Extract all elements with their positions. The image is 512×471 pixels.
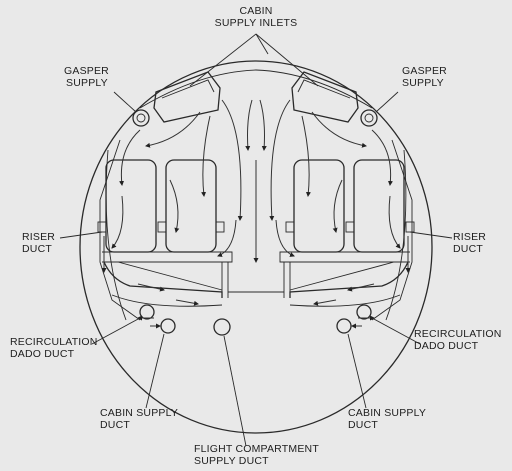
- cabin-supply-duct-right: [336, 318, 352, 334]
- label-cabin-supply-duct-right: CABIN SUPPLY DUCT: [348, 407, 426, 431]
- svg-text:RISER: RISER: [453, 231, 486, 243]
- svg-text:DUCT: DUCT: [348, 419, 378, 431]
- svg-text:RECIRCULATION: RECIRCULATION: [10, 336, 98, 348]
- label-cabin-supply-duct-left: CABIN SUPPLY DUCT: [100, 407, 178, 431]
- leader-lines: [59, 33, 453, 447]
- cabin-floor: [103, 261, 409, 307]
- gasper-outlet-right: [360, 109, 378, 127]
- label-recirculation-dado-right: RECIRCULATION DADO DUCT: [414, 328, 502, 352]
- recirculation-dado-duct-right: [356, 304, 372, 320]
- seat-row-right: [279, 159, 415, 263]
- airflow-arrows-center: [245, 99, 267, 263]
- svg-text:GASPER: GASPER: [64, 65, 109, 77]
- gasper-outlet-left: [132, 109, 150, 127]
- svg-text:CABIN: CABIN: [239, 5, 272, 17]
- svg-text:DADO DUCT: DADO DUCT: [414, 340, 479, 352]
- flight-compartment-supply-duct: [213, 318, 231, 336]
- seat-row-left: [97, 159, 233, 263]
- recirculation-dado-duct-left: [139, 304, 155, 320]
- label-flight-compartment: FLIGHT COMPARTMENT SUPPLY DUCT: [194, 443, 319, 467]
- svg-text:RECIRCULATION: RECIRCULATION: [414, 328, 502, 340]
- svg-text:FLIGHT COMPARTMENT: FLIGHT COMPARTMENT: [194, 443, 319, 455]
- label-gasper-supply-right: GASPER SUPPLY: [402, 65, 447, 89]
- cabin-supply-duct-left: [160, 318, 176, 334]
- svg-text:DUCT: DUCT: [453, 243, 483, 255]
- svg-text:GASPER: GASPER: [402, 65, 447, 77]
- label-gasper-supply-left: GASPER SUPPLY: [64, 65, 109, 89]
- svg-text:CABIN SUPPLY: CABIN SUPPLY: [100, 407, 178, 419]
- svg-text:DUCT: DUCT: [100, 419, 130, 431]
- label-cabin-supply-inlets: CABIN SUPPLY INLETS: [215, 5, 298, 29]
- label-riser-duct-right: RISER DUCT: [453, 231, 486, 255]
- svg-text:SUPPLY: SUPPLY: [66, 77, 108, 89]
- label-riser-duct-left: RISER DUCT: [22, 231, 55, 255]
- svg-text:DUCT: DUCT: [22, 243, 52, 255]
- riser-duct-right-line: [371, 139, 413, 321]
- riser-duct-left-line: [99, 139, 141, 321]
- airflow-arrows-right: [269, 99, 411, 329]
- label-recirculation-dado-left: RECIRCULATION DADO DUCT: [10, 336, 98, 360]
- overhead-supply-housing-right: [291, 71, 359, 123]
- fuselage-outline: [79, 60, 433, 434]
- svg-text:SUPPLY: SUPPLY: [402, 77, 444, 89]
- svg-text:RISER: RISER: [22, 231, 55, 243]
- svg-text:CABIN SUPPLY: CABIN SUPPLY: [348, 407, 426, 419]
- svg-text:SUPPLY INLETS: SUPPLY INLETS: [215, 17, 298, 29]
- svg-text:DADO DUCT: DADO DUCT: [10, 348, 75, 360]
- overhead-supply-housing-left: [153, 71, 221, 123]
- airflow-arrows-left: [101, 99, 243, 329]
- svg-text:SUPPLY DUCT: SUPPLY DUCT: [194, 455, 269, 467]
